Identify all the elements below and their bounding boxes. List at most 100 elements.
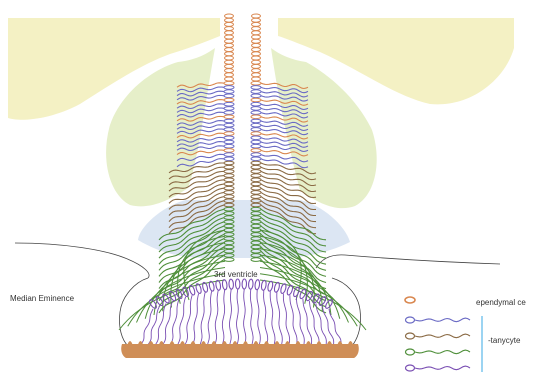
tanycyte-body: [251, 81, 261, 85]
tanycyte-body: [251, 144, 261, 148]
tanycyte-body: [251, 153, 261, 157]
tanycyte-body: [224, 174, 234, 178]
ependymal-cell: [225, 60, 234, 64]
tanycyte-label: -tanycyte: [488, 336, 520, 345]
tanycyte-body: [224, 178, 234, 182]
tanycyte-body: [224, 165, 234, 169]
tanycyte-body: [251, 119, 261, 123]
ependymal-cell: [252, 56, 261, 60]
tanycyte-body: [224, 182, 234, 186]
ependymal-cell: [252, 69, 261, 73]
legend-tanycyte-brown-body: [406, 333, 415, 339]
ependymal-cell: [252, 27, 261, 31]
legend-tanycyte-green-process: [415, 350, 470, 354]
tanycyte-body: [224, 90, 234, 94]
tanycyte-body: [224, 186, 234, 190]
tanycyte-body: [224, 115, 234, 119]
tanycyte-body: [248, 279, 253, 289]
tanycyte-body: [224, 153, 234, 157]
ependymal-cell: [252, 18, 261, 22]
tanycyte-body: [224, 123, 234, 127]
ependymal-cell: [225, 73, 234, 77]
tanycyte-body: [224, 258, 234, 262]
tanycyte-body: [251, 258, 261, 262]
tanycyte-body: [251, 94, 261, 98]
tanycyte-body: [251, 157, 261, 161]
tanycyte-body: [224, 161, 234, 165]
legend-tanycyte-brown-process: [415, 334, 470, 338]
third-ventricle-label: 3rd ventricle: [214, 270, 258, 279]
ependymal-cell: [225, 35, 234, 39]
tanycyte-body: [224, 128, 234, 132]
tanycyte-process: [250, 289, 253, 344]
tanycyte-process: [171, 299, 180, 344]
tanycyte-body: [251, 111, 261, 115]
tanycyte-process: [222, 290, 224, 344]
ependymal-cell: [252, 35, 261, 39]
ependymal-cell: [225, 39, 234, 43]
tanycyte-process: [270, 291, 275, 344]
tanycyte-body: [267, 281, 273, 292]
tanycyte-body: [251, 128, 261, 132]
ependymal-cell: [252, 64, 261, 68]
ependymal-cell: [252, 39, 261, 43]
median-eminence-label: Median Eminence: [10, 294, 74, 303]
ependymal-cell: [225, 27, 234, 31]
tanycyte-body: [224, 157, 234, 161]
ependymal-cell: [225, 18, 234, 22]
ependymal-cell: [252, 14, 261, 18]
tanycyte-body: [222, 279, 228, 289]
tanycyte-body: [251, 191, 261, 195]
tanycyte-process: [290, 295, 297, 344]
tanycyte-process: [185, 295, 192, 344]
tanycyte-body: [224, 195, 234, 199]
ependymal-cell: [225, 48, 234, 52]
ependymal-cell: [252, 73, 261, 77]
ependymal-cell: [252, 52, 261, 56]
tanycyte-process: [283, 294, 289, 344]
tanycyte-body: [224, 136, 234, 140]
tanycyte-body: [274, 282, 281, 293]
tanycyte-process: [208, 291, 212, 344]
baseline-left: [15, 243, 149, 278]
tanycyte-body: [224, 140, 234, 144]
ependymal-cell: [252, 48, 261, 52]
tanycyte-process: [237, 289, 239, 344]
ependymal-cell: [252, 22, 261, 26]
tanycyte-body: [255, 279, 261, 289]
tanycyte-body: [251, 136, 261, 140]
ependymal-cell: [252, 31, 261, 35]
ependymal-cell: [225, 43, 234, 47]
tanycyte-process: [316, 304, 326, 345]
ependymal-cell-label: ependymal ce: [476, 298, 526, 307]
tanycyte-body: [251, 178, 261, 182]
tanycyte-process: [215, 290, 218, 344]
ependymal-cell: [225, 22, 234, 26]
ependymal-cell: [252, 60, 261, 64]
tanycyte-body: [224, 98, 234, 102]
ependymal-cell: [225, 14, 234, 18]
tanycyte-body: [251, 90, 261, 94]
tanycyte-body: [251, 107, 261, 111]
tanycyte-process: [264, 290, 268, 344]
tanycyte-process: [244, 289, 246, 344]
tanycyte-body: [286, 285, 293, 296]
tanycyte-process: [200, 292, 205, 344]
ependymal-cell: [225, 64, 234, 68]
tanycyte-body: [224, 144, 234, 148]
tanycyte-body: [224, 119, 234, 123]
tanycyte-body: [224, 86, 234, 90]
capillary-floor: [121, 344, 359, 358]
tanycyte-body: [251, 174, 261, 178]
tanycyte-body: [251, 132, 261, 136]
tanycyte-process: [277, 292, 283, 344]
tanycyte-body: [251, 186, 261, 190]
ependymal-cell: [225, 69, 234, 73]
ependymal-cell: [252, 43, 261, 47]
tanycyte-body: [251, 123, 261, 127]
tanycyte-body: [242, 279, 247, 289]
ependymal-cell: [225, 31, 234, 35]
legend-tanycyte-green-body: [406, 349, 415, 355]
tanycyte-body: [229, 279, 234, 289]
